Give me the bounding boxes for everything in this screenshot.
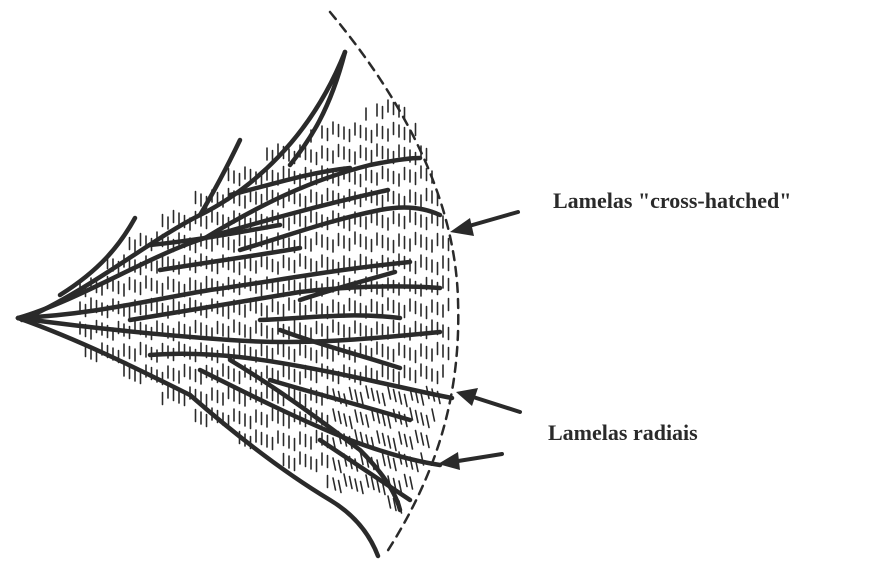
arrow-radial-upper [456,388,520,412]
lamella-17 [260,315,400,320]
arrow-radial-lower [438,452,502,470]
label-cross-hatched-lamellae: Lamelas "cross-hatched" [553,188,792,214]
lamella-5 [22,52,345,320]
lamella-16 [160,248,300,270]
label-radial-lamellae: Lamelas radiais [548,420,698,446]
radial-lamellae [18,52,452,556]
arrow-cross-hatched [450,212,518,236]
